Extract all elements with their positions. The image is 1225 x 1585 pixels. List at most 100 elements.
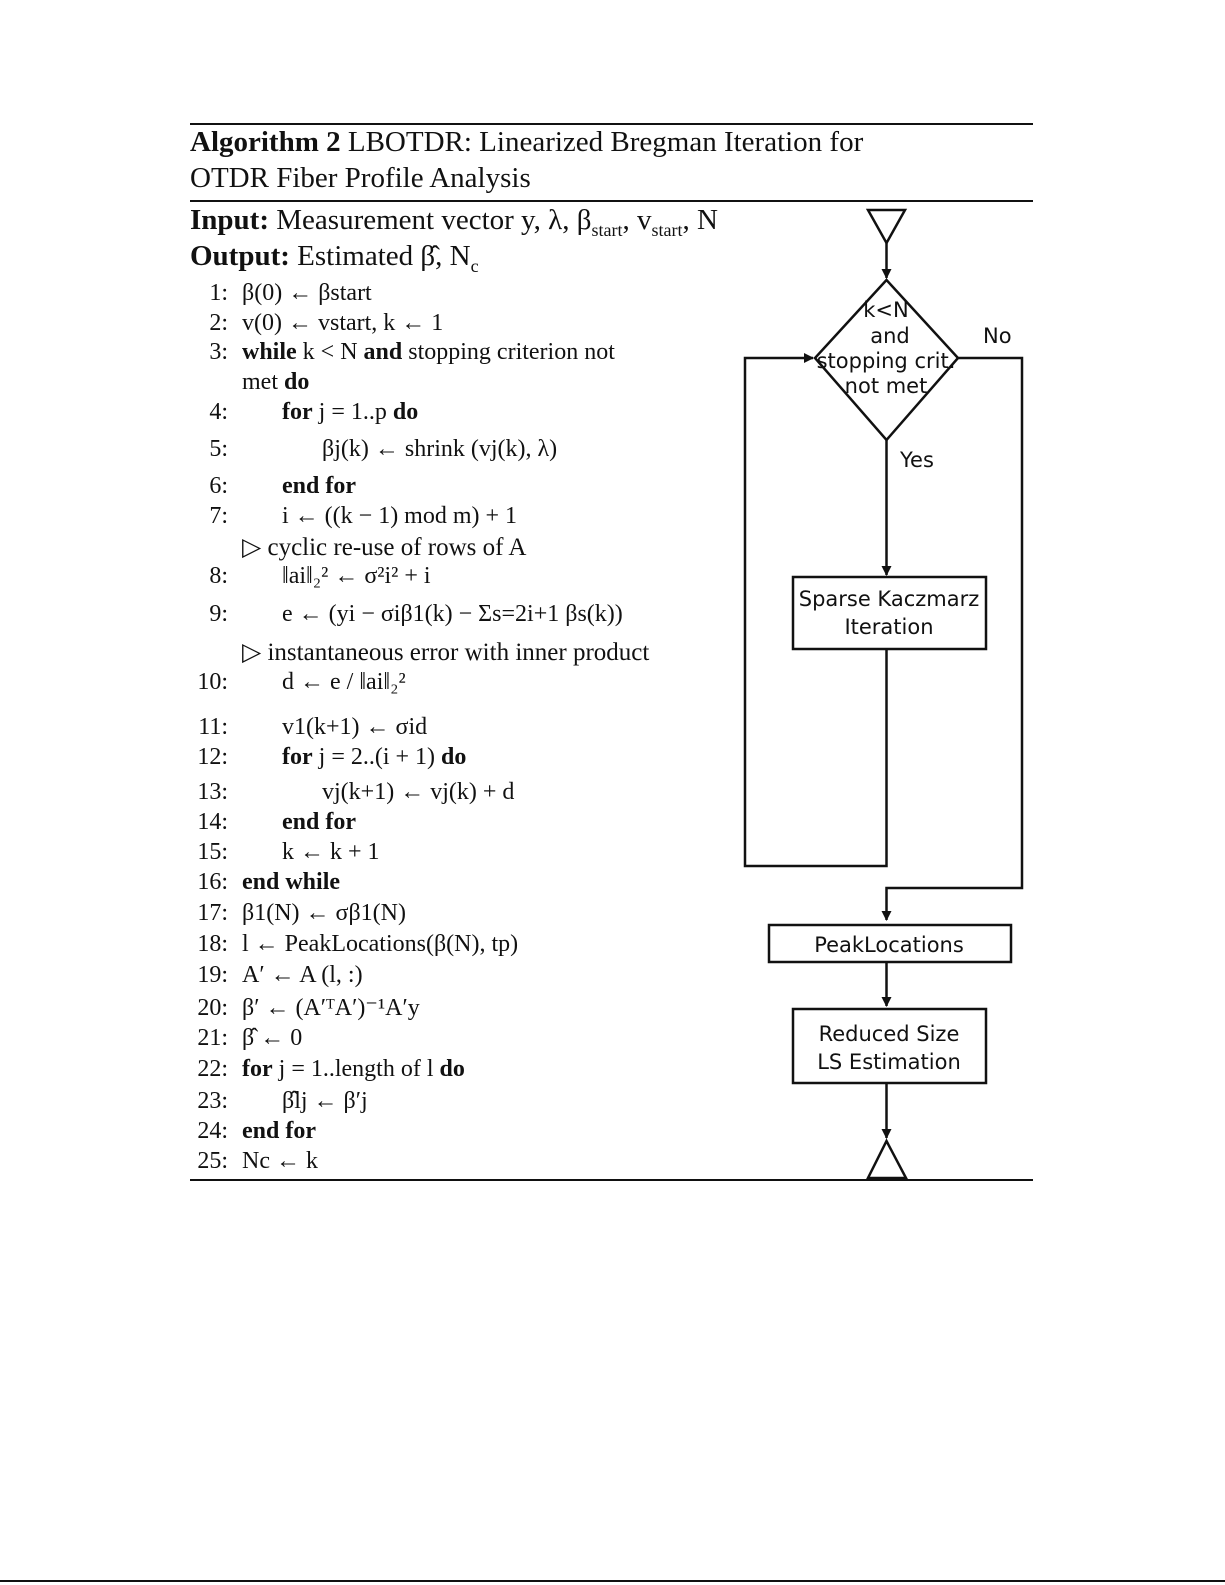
- kaczmarz-text-2: Iteration: [844, 615, 933, 639]
- line-code: i ← ((k − 1) mod m) + 1: [282, 503, 518, 529]
- algo-line-5: 5: βj(k) ← shrink (vj(k), λ): [190, 436, 557, 463]
- algorithm-label: Algorithm 2: [190, 126, 341, 158]
- line-number: 8:: [209, 563, 228, 589]
- line-code: l ← PeakLocations(β(N), tp): [242, 931, 519, 957]
- ls-estimation-box: [791, 1007, 988, 1085]
- line-code: β̂lj ← β′j: [282, 1088, 368, 1114]
- line-code: v(0) ← vstart, k ← 1: [242, 310, 444, 336]
- end-triangle: [865, 1138, 909, 1180]
- line-code: j = 1..length of l: [272, 1056, 440, 1082]
- line-number: 10:: [197, 669, 228, 695]
- line-number: 9:: [209, 601, 228, 627]
- line-number: 18:: [197, 931, 228, 957]
- algo-line-16: 16:end while: [190, 869, 340, 896]
- line-code: d ← e / ‖ai‖₂²: [282, 669, 406, 695]
- algo-line-13: 13: vj(k+1) ← vj(k) + d: [190, 779, 514, 806]
- line-number: 15:: [197, 839, 228, 865]
- line-number: 4:: [209, 399, 228, 425]
- no-path: [881, 356, 1024, 921]
- input-label: Input:: [190, 204, 269, 236]
- algorithm-title-line2: OTDR Fiber Profile Analysis: [190, 162, 531, 194]
- algo-line-10: 10: d ← e / ‖ai‖₂²: [190, 669, 406, 696]
- line-number: 14:: [197, 809, 228, 835]
- ls-text-2: LS Estimation: [817, 1050, 961, 1074]
- line-number: 3:: [209, 339, 228, 365]
- decision-text-2: and: [870, 324, 910, 348]
- line-code: β1(N) ← σβ1(N): [242, 900, 406, 926]
- line-number: 24:: [197, 1118, 228, 1144]
- keyword-end-while: end while: [242, 869, 341, 895]
- start-triangle: [865, 208, 908, 246]
- keyword-while: while: [242, 339, 297, 365]
- algo-line-7: 7: i ← ((k − 1) mod m) + 1: [190, 503, 517, 530]
- line-number: 2:: [209, 310, 228, 336]
- top-rule: [190, 123, 1033, 125]
- algo-line-15: 15: k ← k + 1: [190, 839, 380, 866]
- line-number: 5:: [209, 436, 228, 462]
- line-number: 19:: [197, 962, 228, 988]
- line-code: j = 1..p: [312, 399, 393, 425]
- algo-line-8: 8: ‖ai‖₂² ← σ²i² + i: [190, 563, 431, 590]
- algo-line-22: 22:for j = 1..length of l do: [190, 1056, 465, 1083]
- line-number: 23:: [197, 1088, 228, 1114]
- comment-error: ▷ instantaneous error with inner product: [242, 639, 650, 666]
- algo-line-18: 18: l ← PeakLocations(β(N), tp): [190, 931, 518, 958]
- line-number: 17:: [197, 900, 228, 926]
- keyword-do: do: [441, 744, 467, 770]
- algorithm-title-line1: LBOTDR: Linearized Bregman Iteration for: [347, 126, 864, 158]
- line-code: ‖ai‖₂² ← σ²i² + i: [282, 563, 431, 589]
- comment-cyclic: ▷ cyclic re-use of rows of A: [242, 534, 527, 561]
- output-sub: c: [470, 255, 479, 276]
- algo-line-4: 4:for j = 1..p do: [190, 399, 418, 426]
- kaczmarz-text-1: Sparse Kaczmarz: [799, 587, 980, 611]
- keyword-for: for: [242, 1056, 273, 1082]
- algo-line-25: 25:Nc ← k: [190, 1148, 318, 1175]
- input-sub: start: [591, 219, 623, 240]
- line-code: vj(k+1) ← vj(k) + d: [322, 779, 515, 805]
- keyword-end-for: end for: [242, 1118, 316, 1144]
- algo-line-23: 23: β̂lj ← β′j: [190, 1088, 368, 1115]
- line-code: k ← k + 1: [282, 839, 380, 865]
- algo-line-19: 19: A′ ← A (l, :): [190, 962, 363, 989]
- line-code: j = 2..(i + 1): [312, 744, 442, 770]
- line-code: β̂ ← 0: [242, 1025, 303, 1051]
- line-code: βj(k) ← shrink (vj(k), λ): [322, 436, 558, 462]
- ls-text-1: Reduced Size: [819, 1022, 960, 1046]
- line-number: 13:: [197, 779, 228, 805]
- line-code: A′ ← A (l, :): [242, 962, 363, 988]
- algo-line-3: 3:while k < N and stopping criterion not: [190, 339, 615, 366]
- algo-line-24: 24: end for: [190, 1118, 316, 1145]
- line-number: 1:: [209, 280, 228, 306]
- line-code: β(0) ← βstart: [242, 280, 372, 306]
- input-sub2: start: [651, 219, 683, 240]
- line-number: 11:: [198, 714, 228, 740]
- keyword-do: do: [439, 1056, 465, 1082]
- line-number: 6:: [209, 473, 228, 499]
- algo-line-2: 2: v(0) ← vstart, k ← 1: [190, 310, 443, 337]
- keyword-for: for: [282, 399, 313, 425]
- line-number: 21:: [197, 1025, 228, 1051]
- bottom-rule: [190, 1179, 1033, 1181]
- line-number: 7:: [209, 503, 228, 529]
- decision-text-3: stopping crit.: [817, 349, 956, 373]
- no-label: No: [983, 324, 1012, 348]
- line-code: stopping criterion not: [402, 339, 615, 365]
- algo-line-17: 17: β1(N) ← σβ1(N): [190, 900, 406, 927]
- line-code: v1(k+1) ← σid: [282, 714, 428, 740]
- keyword-for: for: [282, 744, 313, 770]
- algo-line-1: 1: β(0) ← βstart: [190, 280, 372, 307]
- input-line: Input: Measurement vector y, λ, βstart, …: [190, 204, 718, 241]
- line-code: Nc ← k: [242, 1148, 318, 1174]
- algo-line-21: 21: β̂ ← 0: [190, 1025, 302, 1052]
- peak-locations-box: [767, 923, 1013, 964]
- keyword-end-for: end for: [282, 809, 356, 835]
- kaczmarz-box: [791, 575, 988, 651]
- line-number: 12:: [197, 744, 228, 770]
- line-code: k < N: [296, 339, 364, 365]
- line-code: β′ ← (A′ᵀA′)⁻¹A′y: [242, 995, 420, 1021]
- algo-line-12: 12: for j = 2..(i + 1) do: [190, 744, 466, 771]
- output-text: Estimated β̂, N: [297, 240, 471, 272]
- algo-line-14: 14: end for: [190, 809, 356, 836]
- input-text3: , N: [682, 204, 718, 236]
